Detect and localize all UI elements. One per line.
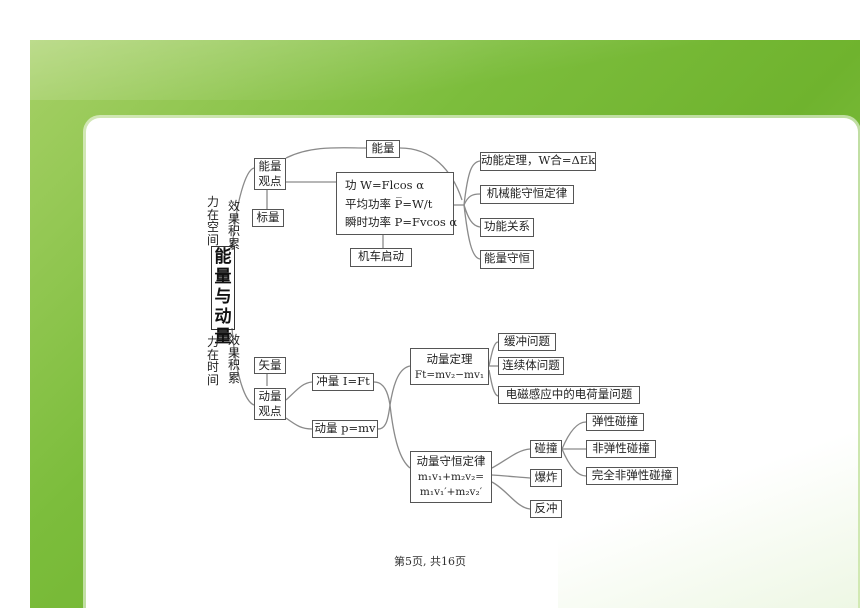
- green-frame: [30, 40, 860, 608]
- momentum-view-text: 动量观点: [258, 389, 282, 418]
- energy-cons-box: 能量守恒: [480, 250, 534, 269]
- line-mv-momentum: [285, 417, 313, 430]
- concept-map: 力在空间 效果积累 能量与动量 效果积累 力在时间 能量观点 标量 能量 功 W…: [202, 130, 686, 524]
- energy-box: 能量: [366, 140, 400, 158]
- work-power-box: 功 W=Flcos α 平均功率 P̅=W/t 瞬时功率 P=Fvcos α: [336, 172, 458, 235]
- line-cons-recoil: [491, 481, 531, 510]
- car-start-box: 机车启动: [350, 248, 412, 267]
- conservation-eq-2: m₁v₁′+m₂v₂′: [419, 486, 483, 498]
- momentum-theorem-title: 动量定理: [426, 352, 473, 366]
- elastic-box: 弹性碰撞: [586, 413, 644, 431]
- momentum-view-box: 动量观点: [254, 388, 286, 420]
- momentum-theorem-formula: Ft=mv₂−mv₁: [414, 369, 485, 381]
- space-effect-label: 效果积累: [227, 199, 240, 251]
- space-label: 力在空间: [206, 195, 219, 247]
- vector-box: 矢量: [254, 357, 286, 374]
- line-merge-cons: [389, 404, 411, 469]
- momentum-theorem-box: 动量定理 Ft=mv₂−mv₁: [410, 348, 489, 385]
- momentum-box: 动量 p=mv: [312, 420, 378, 438]
- perfect-inelastic-box: 完全非弹性碰撞: [586, 467, 678, 485]
- explosion-box: 爆炸: [530, 469, 562, 487]
- work-energy-box: 功能关系: [480, 218, 534, 237]
- avg-power-line: 平均功率 P̅=W/t: [345, 196, 433, 211]
- line-coll-elastic: [561, 421, 587, 450]
- line-imp-merge: [373, 381, 391, 406]
- continuum-box: 连续体问题: [498, 357, 564, 375]
- line-ev-energy: [285, 147, 367, 159]
- line-energy-right: [399, 147, 463, 201]
- time-label: 力在时间: [206, 335, 219, 387]
- central-title: 能量与动量: [211, 246, 235, 347]
- line-right-mech: [463, 193, 481, 206]
- inst-power-line: 瞬时功率 P=Fvcos α: [345, 215, 458, 229]
- line-coll-perfect: [561, 448, 587, 477]
- collision-box: 碰撞: [530, 440, 562, 458]
- line-title-energy: [231, 167, 255, 251]
- line-mv-impulse: [285, 381, 313, 401]
- conservation-eq-1: m₁v₁+m₂v₂=: [417, 470, 485, 483]
- buffer-box: 缓冲问题: [498, 333, 556, 351]
- line-cons-expl: [491, 474, 531, 479]
- slide-card: [86, 118, 858, 608]
- time-effect-label: 效果积累: [227, 333, 240, 385]
- conservation-title: 动量守恒定律: [416, 454, 486, 468]
- line-cons-coll: [491, 448, 531, 469]
- line-mom-merge: [377, 404, 391, 430]
- line-thm-em: [488, 369, 499, 397]
- line-right-kin: [463, 160, 481, 206]
- line-merge-theorem: [389, 365, 411, 406]
- work-line: 功 W=Flcos α: [345, 178, 424, 192]
- line-right-cons: [463, 204, 481, 260]
- line-title-momentum: [231, 327, 255, 406]
- recoil-box: 反冲: [530, 500, 562, 518]
- inelastic-box: 非弹性碰撞: [586, 440, 656, 458]
- scalar-box: 标量: [252, 209, 284, 227]
- energy-view-box: 能量观点: [254, 158, 286, 190]
- impulse-box: 冲量 I=Ft: [312, 373, 374, 391]
- mech-energy-box: 机械能守恒定律: [480, 185, 574, 204]
- connector-lines: [231, 147, 587, 510]
- conservation-box: 动量守恒定律 m₁v₁+m₂v₂= m₁v₁′+m₂v₂′: [410, 451, 492, 503]
- kinetic-theorem-box: 动能定理，W合=ΔEk: [480, 152, 596, 171]
- card-tint: [558, 406, 858, 608]
- energy-view-text: 能量观点: [258, 159, 282, 188]
- page-indicator: 第5页, 共16页: [394, 555, 466, 568]
- em-charge-box: 电磁感应中的电荷量问题: [498, 386, 640, 404]
- line-thm-buffer: [488, 341, 499, 367]
